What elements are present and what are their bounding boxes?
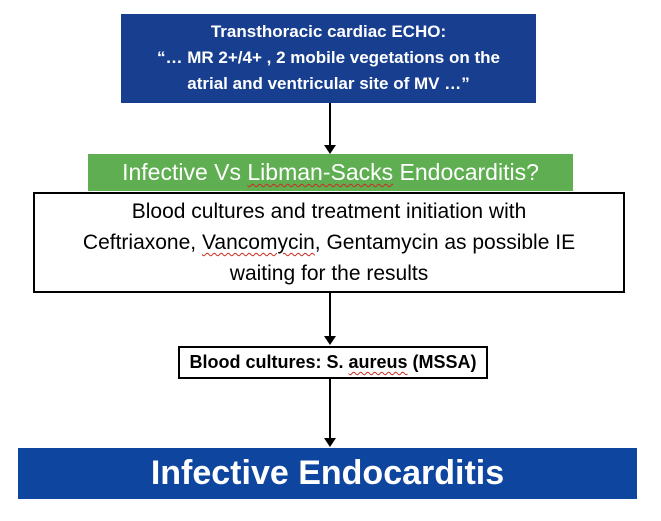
arrow-head-icon [324, 145, 336, 154]
echo-box-title: Transthoracic cardiac ECHO: [210, 22, 447, 41]
question-text: Infective Vs [122, 159, 248, 185]
differential-question-box: Infective Vs Libman-Sacks Endocarditis? [88, 154, 573, 191]
treatment-line: Ceftriaxone, Vancomycin, Gentamycin as p… [35, 227, 623, 258]
treatment-line: Blood cultures and treatment initiation … [131, 200, 527, 223]
culture-text: (MSSA) [407, 352, 477, 372]
down-arrow [323, 378, 337, 447]
treatment-text: Ceftriaxone, [82, 231, 202, 254]
down-arrow [323, 293, 337, 345]
echo-box-line: atrial and ventricular site of MV …” [187, 74, 470, 93]
culture-text-misspelled: aureus [348, 352, 408, 372]
down-arrow [323, 103, 337, 154]
final-diagnosis-box: Infective Endocarditis [18, 448, 637, 499]
arrow-shaft [329, 378, 331, 438]
culture-text: Blood cultures: S. [189, 352, 349, 372]
treatment-line: waiting for the results [229, 262, 429, 285]
blood-culture-result-box: Blood cultures: S. aureus (MSSA) [178, 346, 488, 379]
treatment-box: Blood cultures and treatment initiation … [33, 192, 625, 293]
arrow-shaft [329, 293, 331, 336]
echo-findings-box: Transthoracic cardiac ECHO: “… MR 2+/4+ … [121, 14, 536, 103]
question-text-misspelled: Libman-Sacks [247, 159, 394, 185]
arrow-head-icon [324, 336, 336, 345]
arrow-head-icon [324, 438, 336, 447]
final-diagnosis-label: Infective Endocarditis [150, 454, 505, 492]
arrow-shaft [329, 103, 331, 145]
treatment-text: , Gentamycin as possible IE [314, 231, 576, 254]
echo-box-line: “… MR 2+/4+ , 2 mobile vegetations on th… [157, 48, 500, 67]
question-text: Endocarditis? [393, 159, 539, 185]
treatment-text-misspelled: Vancomycin [201, 231, 315, 254]
